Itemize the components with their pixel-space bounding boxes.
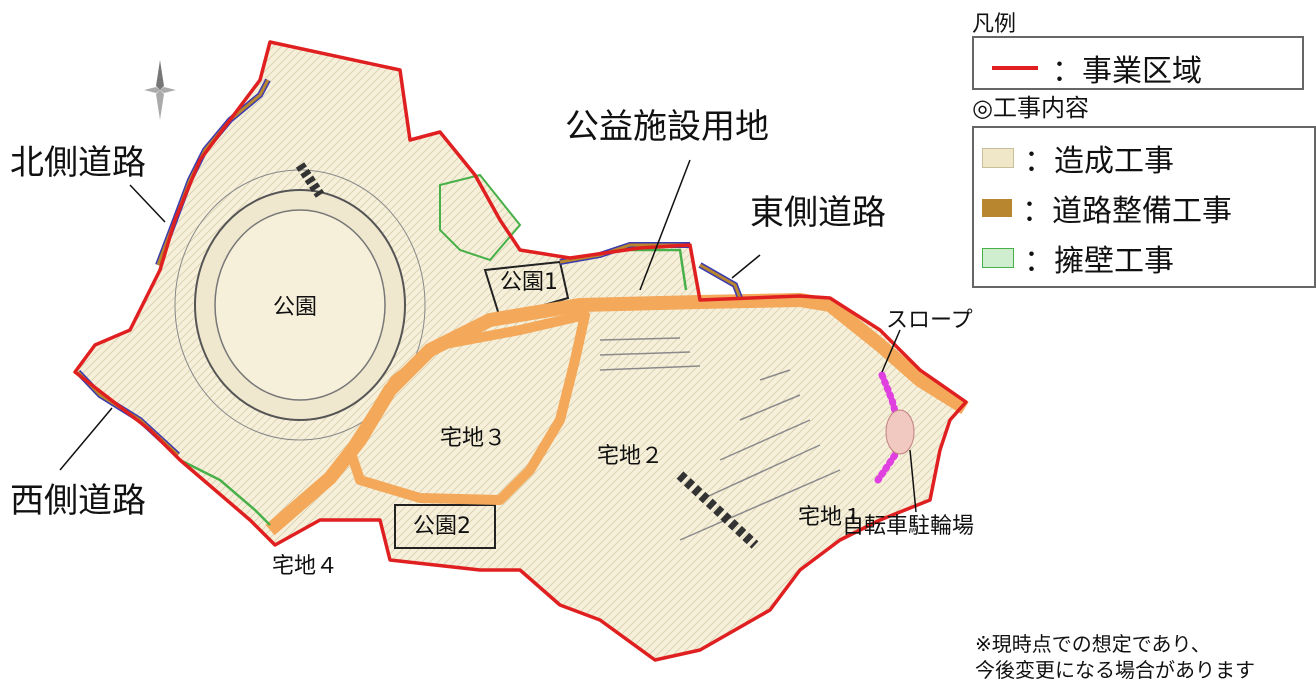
bicycle-parking-leader	[909, 449, 917, 513]
park2-label: 公園2	[413, 514, 471, 539]
slope-leader	[881, 329, 901, 373]
road-work-swatch	[982, 199, 1012, 217]
bicycle-parking-label: 自転車駐輪場	[842, 514, 975, 539]
slope-label: スロープ	[886, 308, 973, 333]
park2-block	[394, 504, 496, 549]
terrace-lines	[599, 337, 841, 541]
note-line1: ※現時点での想定であり、	[975, 632, 1211, 656]
public-facility-block	[439, 173, 522, 262]
boundary-line-swatch	[992, 66, 1038, 70]
legend-works-heading: ◎工事内容	[972, 94, 1089, 122]
legend-item-label: ：造成工事	[1024, 144, 1174, 179]
legend-title: 凡例	[972, 12, 1017, 37]
park-label: 公園	[273, 295, 318, 320]
legend-item-label: ：道路整備工事	[1022, 194, 1232, 229]
public-facility-leader	[639, 159, 691, 291]
legend-boundary-label: ：事業区域	[1052, 54, 1202, 89]
retaining-wall-north	[630, 248, 688, 291]
lot4-label: 宅地４	[272, 554, 339, 579]
stair-structure	[676, 471, 759, 549]
public-facility-label: 公益施設用地	[565, 107, 769, 147]
legend-works-box: ：造成工事 ：道路整備工事 ：擁壁工事	[972, 126, 1316, 288]
north-road-label: 北側道路	[10, 143, 146, 183]
lot3-label: 宅地３	[440, 426, 507, 451]
west-road-leader	[59, 407, 113, 471]
bicycle-parking-area	[885, 409, 915, 455]
lot2-label: 宅地２	[597, 444, 664, 469]
lot1-label: 宅地１	[798, 505, 865, 530]
earthwork-swatch	[982, 148, 1014, 168]
retaining-wall-swatch	[982, 248, 1014, 268]
park-stairs	[295, 162, 325, 198]
west-road-label: 西側道路	[10, 481, 146, 521]
park1-label: 公園1	[500, 270, 558, 295]
project-boundary	[73, 40, 968, 662]
retaining-wall-south	[179, 458, 271, 526]
park-oval-inner	[214, 209, 386, 401]
north-road-leader	[129, 184, 166, 223]
note-line2: 今後変更になる場合があります	[975, 658, 1255, 682]
east-road-label: 東側道路	[750, 193, 886, 233]
north-arrow-icon	[144, 60, 176, 120]
legend-boundary-box: ：事業区域	[972, 36, 1304, 90]
east-road-leader	[731, 254, 761, 279]
lot3-loop-road	[345, 310, 590, 505]
legend-item-label: ：擁壁工事	[1024, 244, 1174, 279]
